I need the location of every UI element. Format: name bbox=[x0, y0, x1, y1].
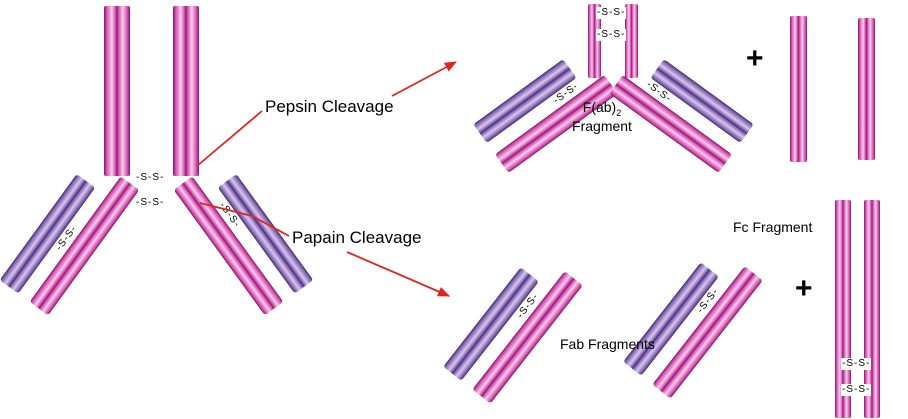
antibody-hinge-disulfide-2: -S-S- bbox=[135, 197, 166, 209]
plus-sign-pepsin: + bbox=[746, 42, 764, 75]
fab2-hinge-disulfide-2: -S-S- bbox=[596, 29, 627, 41]
fab2-fragment-name: F(ab) bbox=[582, 99, 617, 115]
pepsin-cleavage-site-line bbox=[196, 110, 263, 167]
fc-disulfide-1: -S-S- bbox=[841, 358, 872, 370]
pepsin-product-arrow bbox=[391, 61, 457, 97]
plus-sign-papain: + bbox=[795, 272, 813, 305]
fab2-hinge-stub-right bbox=[625, 4, 638, 78]
fab2-fragment-label-line2: Fragment bbox=[572, 117, 632, 134]
fab2-fragment-label-line1: F(ab)2 bbox=[552, 99, 652, 118]
fab2-fragment-subscript: 2 bbox=[616, 107, 622, 118]
antibody-hinge-disulfide-1: -S-S- bbox=[135, 172, 166, 184]
fab-fragments-label: Fab Fragments bbox=[560, 336, 655, 352]
fc-disulfide-2: -S-S- bbox=[841, 384, 872, 396]
fab2-hinge-disulfide-1: -S-S- bbox=[596, 7, 627, 19]
fc-fragment-label: Fc Fragment bbox=[733, 219, 813, 235]
antibody-left-arm: -S-S- bbox=[0, 155, 140, 316]
pepsin-cleavage-label: Pepsin Cleavage bbox=[265, 97, 394, 116]
pepsin-fc-piece-1 bbox=[790, 16, 807, 162]
fab2-fragment-label: F(ab)2 Fragment bbox=[552, 99, 652, 134]
fab-fragment-1: -S-S- bbox=[443, 248, 583, 404]
pepsin-fc-piece-2 bbox=[858, 18, 875, 160]
antibody-heavy-chain-right bbox=[173, 6, 199, 176]
papain-cleavage-label: Papain Cleavage bbox=[292, 228, 422, 247]
fab-fragment-2: -S-S- bbox=[623, 243, 763, 399]
fab2-hinge-stub-left bbox=[588, 4, 601, 78]
papain-product-arrow bbox=[346, 251, 450, 297]
antibody-heavy-chain-left bbox=[104, 6, 130, 176]
